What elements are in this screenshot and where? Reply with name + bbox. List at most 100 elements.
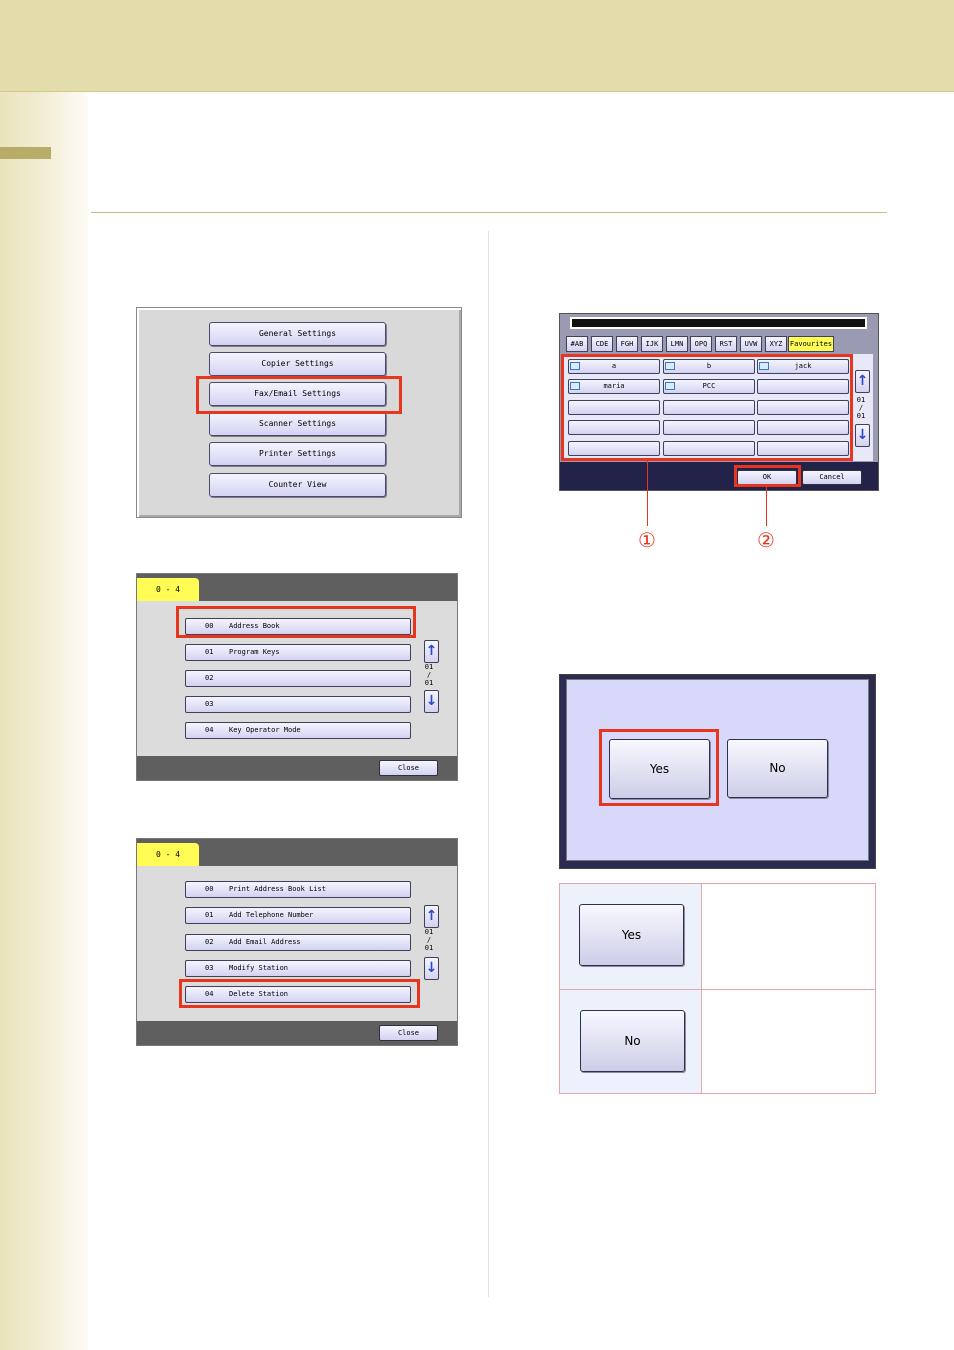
highlight-address-book [176,606,416,638]
scroll-down-button[interactable]: ↓ [424,690,439,713]
title-rule [91,212,887,213]
side-band [0,92,88,1350]
station-button-empty[interactable] [757,400,849,415]
station-button-empty[interactable] [757,420,849,435]
cancel-button[interactable]: Cancel [802,470,862,485]
list-footer-bar: Close [137,756,457,780]
station-select-screen: #AB CDE FGH IJK LMN OPQ RST UVW XYZ Favo… [559,313,879,491]
station-button-empty[interactable] [663,400,755,415]
confirm-delete-screen: Yes No [559,674,876,869]
range-tab[interactable]: 0 - 4 [137,843,199,866]
item-number: 02 [205,674,214,682]
item-number: 01 [205,911,214,919]
item-label: Delete Station [229,990,289,998]
station-button-empty[interactable] [568,441,660,456]
close-button[interactable]: Close [379,1025,438,1041]
tab-cde[interactable]: CDE [591,336,613,352]
station-button[interactable]: jack [757,359,849,374]
button-explanation-table: Yes No [559,883,876,1094]
station-button-empty[interactable] [757,379,849,394]
counter-view-button[interactable]: Counter View [209,473,386,497]
table-cell-yes: Yes [560,884,702,989]
tab-rst[interactable]: RST [715,336,737,352]
item-label: Print Address Book List [229,885,326,893]
fax-email-settings-button[interactable]: Fax/Email Settings [209,382,386,406]
item-label: Add Email Address [229,938,301,946]
general-settings-button[interactable]: General Settings [209,322,386,346]
callout-number-1: ① [638,528,656,552]
arrow-down-icon: ↓ [425,693,438,709]
tab-opq[interactable]: OPQ [690,336,712,352]
item-number: 03 [205,700,214,708]
close-button[interactable]: Close [379,760,438,776]
selection-display [570,317,867,329]
list-item-03[interactable]: 03 [185,696,411,713]
page-indicator: 01/01 [856,396,866,420]
table-cell-yes-desc [702,884,875,989]
arrow-down-icon: ↓ [856,427,869,443]
item-number: 03 [205,964,214,972]
item-label: Add Telephone Number [229,911,314,919]
copier-settings-button[interactable]: Copier Settings [209,352,386,376]
station-button[interactable]: b [663,359,755,374]
confirm-panel: Yes No [566,679,869,861]
tab-favourites[interactable]: Favourites [788,336,834,352]
item-label: Address Book [229,622,280,630]
list-header-bar: 0 - 4 [137,574,457,601]
list-item-program-keys[interactable]: 01 Program Keys [185,644,411,661]
tab-fgh[interactable]: FGH [616,336,638,352]
station-button-empty[interactable] [663,441,755,456]
station-button-empty[interactable] [568,400,660,415]
highlight-ok [734,465,801,487]
no-button[interactable]: No [727,739,828,798]
scroll-up-button[interactable]: ↑ [855,370,870,393]
scanner-settings-button[interactable]: Scanner Settings [209,412,386,436]
scroll-up-button[interactable]: ↑ [424,640,439,663]
list-header-bar: 0 - 4 [137,839,457,866]
item-number: 04 [205,990,214,998]
station-button[interactable]: a [568,359,660,374]
scroll-down-button[interactable]: ↓ [424,957,439,980]
list-item-add-telephone[interactable]: 01 Add Telephone Number [185,907,411,924]
highlight-fax-email [196,376,402,414]
list-item-delete-station[interactable]: 04 Delete Station [185,986,411,1003]
tab-lmn[interactable]: LMN [666,336,688,352]
tab-ab[interactable]: #AB [566,336,588,352]
item-label: Program Keys [229,648,280,656]
scroll-up-button[interactable]: ↑ [424,905,439,928]
yes-button[interactable]: Yes [609,739,710,799]
tab-ijk[interactable]: IJK [641,336,663,352]
range-tab[interactable]: 0 - 4 [137,578,199,601]
chapter-marker [0,147,51,159]
item-number: 04 [205,726,214,734]
station-button-empty[interactable] [757,441,849,456]
station-button[interactable]: maria [568,379,660,394]
table-row-divider [560,989,875,990]
tab-xyz[interactable]: XYZ [765,336,787,352]
list-item-02[interactable]: 02 [185,670,411,687]
station-button-empty[interactable] [663,420,755,435]
column-divider [488,231,489,1297]
item-number: 01 [205,648,214,656]
item-label: Key Operator Mode [229,726,301,734]
printer-settings-button[interactable]: Printer Settings [209,442,386,466]
callout-line-2 [766,486,767,526]
station-button[interactable]: PCC [663,379,755,394]
callout-line-1 [647,461,648,526]
header-band [0,0,954,92]
no-button-sample: No [580,1010,685,1072]
arrow-up-icon: ↑ [856,373,869,389]
list-item-key-operator-mode[interactable]: 04 Key Operator Mode [185,722,411,739]
tab-uvw[interactable]: UVW [740,336,762,352]
item-number: 02 [205,938,214,946]
station-button-empty[interactable] [568,420,660,435]
list-item-add-email[interactable]: 02 Add Email Address [185,934,411,951]
station-panel: a b jack maria PCC ↑ 01/01 ↓ [563,354,873,461]
email-icon [665,382,675,390]
scroll-down-button[interactable]: ↓ [855,424,870,447]
